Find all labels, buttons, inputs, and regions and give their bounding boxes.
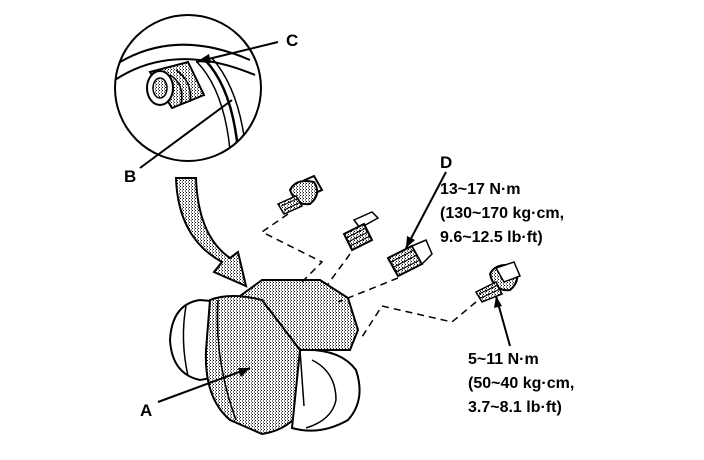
- curved-arrow-icon: [174, 177, 248, 288]
- bolt-torque-line-3: 3.7~8.1 lb·ft): [468, 399, 562, 416]
- bolt-torque-spec: 5~11 N·m (50~40 kg·cm, 3.7~8.1 lb·ft): [468, 351, 574, 416]
- bolt-torque-line-2: (50~40 kg·cm,: [468, 375, 574, 392]
- label-d: D: [440, 153, 452, 172]
- bleeder-torque-line-2: (130~170 kg·cm,: [440, 205, 564, 222]
- bleeder-cap: [386, 239, 433, 278]
- bleeder-screw: [342, 211, 380, 252]
- bleeder-torque-line-1: 13~17 N·m: [440, 181, 521, 198]
- detail-inset: [114, 14, 279, 169]
- bolt-torque-line-1: 5~11 N·m: [468, 351, 539, 368]
- mounting-bolt-right: [474, 261, 521, 303]
- wheel-cylinder-body: [168, 279, 361, 436]
- label-b: B: [124, 167, 136, 186]
- bleeder-torque-line-3: 9.6~12.5 lb·ft): [440, 229, 543, 246]
- mounting-bolt-top: [276, 174, 324, 215]
- label-a: A: [140, 401, 152, 420]
- piston-boot-detail: [146, 60, 206, 110]
- bleeder-torque-spec: 13~17 N·m (130~170 kg·cm, 9.6~12.5 lb·ft…: [440, 181, 564, 246]
- label-c: C: [286, 31, 298, 50]
